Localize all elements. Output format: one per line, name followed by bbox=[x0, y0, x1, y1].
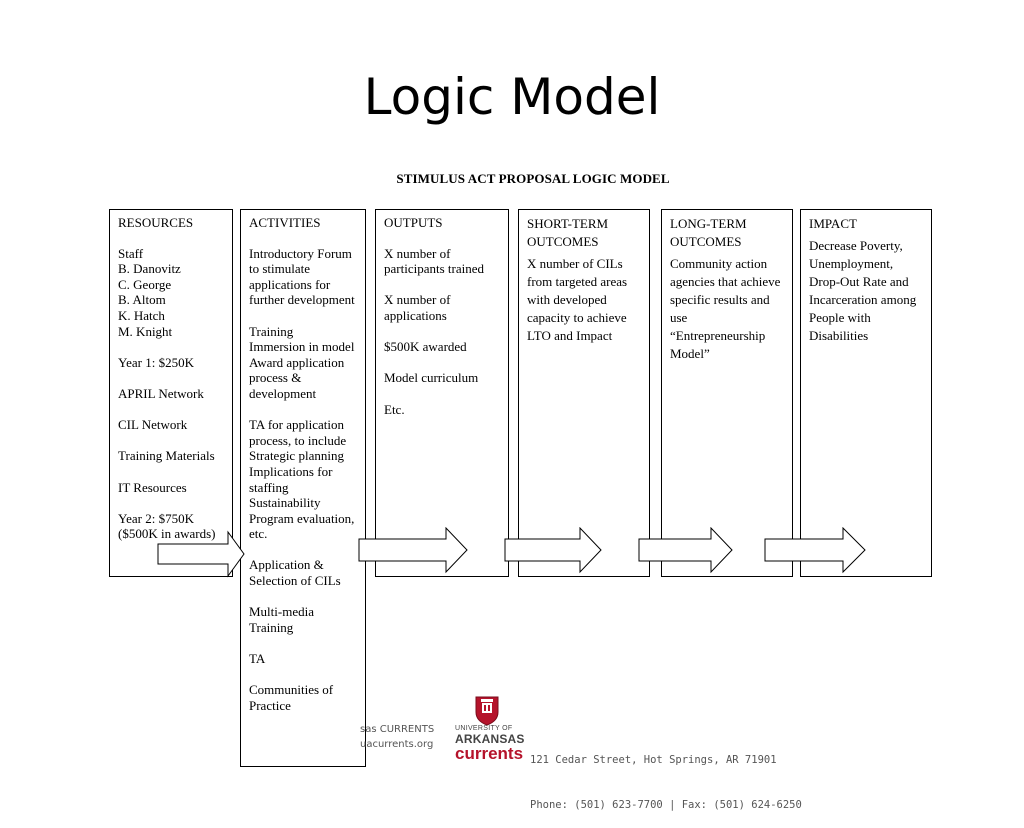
activities-item: Introductory Forum to stimulate applicat… bbox=[249, 245, 355, 308]
short-term-outcomes-box: SHORT-TERM OUTCOMES X number of CILs fro… bbox=[518, 209, 650, 577]
activities-header: ACTIVITIES bbox=[249, 215, 321, 230]
footer-left-text: sas CURRENTS uacurrents.org bbox=[360, 722, 452, 752]
resources-item: CIL Network bbox=[118, 417, 188, 433]
footer-address: 121 Cedar Street, Hot Springs, AR 71901 bbox=[530, 754, 777, 766]
university-name: ARKANSAS bbox=[455, 732, 525, 746]
outputs-item: $500K awarded bbox=[384, 339, 467, 355]
outputs-item: X number of applications bbox=[384, 292, 451, 323]
impact-header: IMPACT bbox=[809, 216, 857, 231]
arrow-outputs-to-short-term bbox=[504, 527, 602, 574]
activities-item: TA for application process, to include S… bbox=[249, 417, 355, 542]
impact-box: IMPACT Decrease Poverty, Unemployment, D… bbox=[800, 209, 932, 577]
brand-name: currents bbox=[455, 744, 524, 763]
diagram-subtitle: STIMULUS ACT PROPOSAL LOGIC MODEL bbox=[396, 171, 670, 186]
outputs-item: Model curriculum bbox=[384, 370, 479, 386]
arrow-long-term-to-impact bbox=[764, 527, 866, 574]
resources-item: APRIL Network bbox=[118, 385, 204, 401]
long-term-outcomes-box: LONG-TERM OUTCOMES Community action agen… bbox=[661, 209, 793, 577]
university-seal-icon bbox=[475, 696, 499, 726]
outputs-box: OUTPUTS X number of participants trained… bbox=[375, 209, 509, 577]
long-term-body: Community action agencies that achieve s… bbox=[670, 256, 781, 361]
long-term-header: LONG-TERM OUTCOMES bbox=[670, 216, 747, 249]
impact-body: Decrease Poverty, Unemployment, Drop-Out… bbox=[809, 238, 917, 343]
university-small-text: UNIVERSITY OF bbox=[455, 725, 513, 732]
resources-item: Year 1: $250K bbox=[118, 354, 194, 370]
activities-item: Multi-media Training bbox=[249, 604, 314, 635]
short-term-body: X number of CILs from targeted areas wit… bbox=[527, 256, 628, 343]
arrow-activities-to-outputs bbox=[358, 527, 468, 574]
activities-box: ACTIVITIES Introductory Forum to stimula… bbox=[240, 209, 366, 767]
activities-item: Application & Selection of CILs bbox=[249, 557, 341, 589]
outputs-item: X number of participants trained bbox=[384, 245, 484, 277]
university-wordmark: UNIVERSITY OF ARKANSAS currents bbox=[455, 724, 525, 762]
arrow-short-term-to-long-term bbox=[638, 527, 733, 574]
activities-item: TA bbox=[249, 651, 266, 667]
footer-left-line2: uacurrents.org bbox=[360, 739, 434, 750]
resources-header: RESOURCES bbox=[118, 215, 194, 230]
activities-item: Communities of Practice bbox=[249, 682, 334, 713]
resources-box: RESOURCES Staff B. Danovitz C. George B.… bbox=[109, 209, 233, 577]
footer-phone: Phone: (501) 623-7700 | Fax: (501) 624-6… bbox=[530, 799, 802, 811]
footer-contact: 121 Cedar Street, Hot Springs, AR 71901 … bbox=[530, 723, 802, 828]
activities-item: Training Immersion in model Award applic… bbox=[249, 323, 355, 401]
resources-item: IT Resources bbox=[118, 479, 187, 495]
short-term-header: SHORT-TERM OUTCOMES bbox=[527, 216, 609, 249]
footer-left-line1: sas CURRENTS bbox=[360, 724, 435, 735]
slide-title: Logic Model bbox=[363, 68, 661, 126]
outputs-item: Etc. bbox=[384, 401, 405, 417]
resources-item: Year 2: $750K ($500K in awards) bbox=[118, 510, 216, 542]
outputs-header: OUTPUTS bbox=[384, 215, 443, 230]
arrow-resources-to-activities bbox=[157, 530, 245, 578]
resources-item: Staff B. Danovitz C. George B. Altom K. … bbox=[118, 245, 181, 339]
resources-item: Training Materials bbox=[118, 448, 215, 464]
